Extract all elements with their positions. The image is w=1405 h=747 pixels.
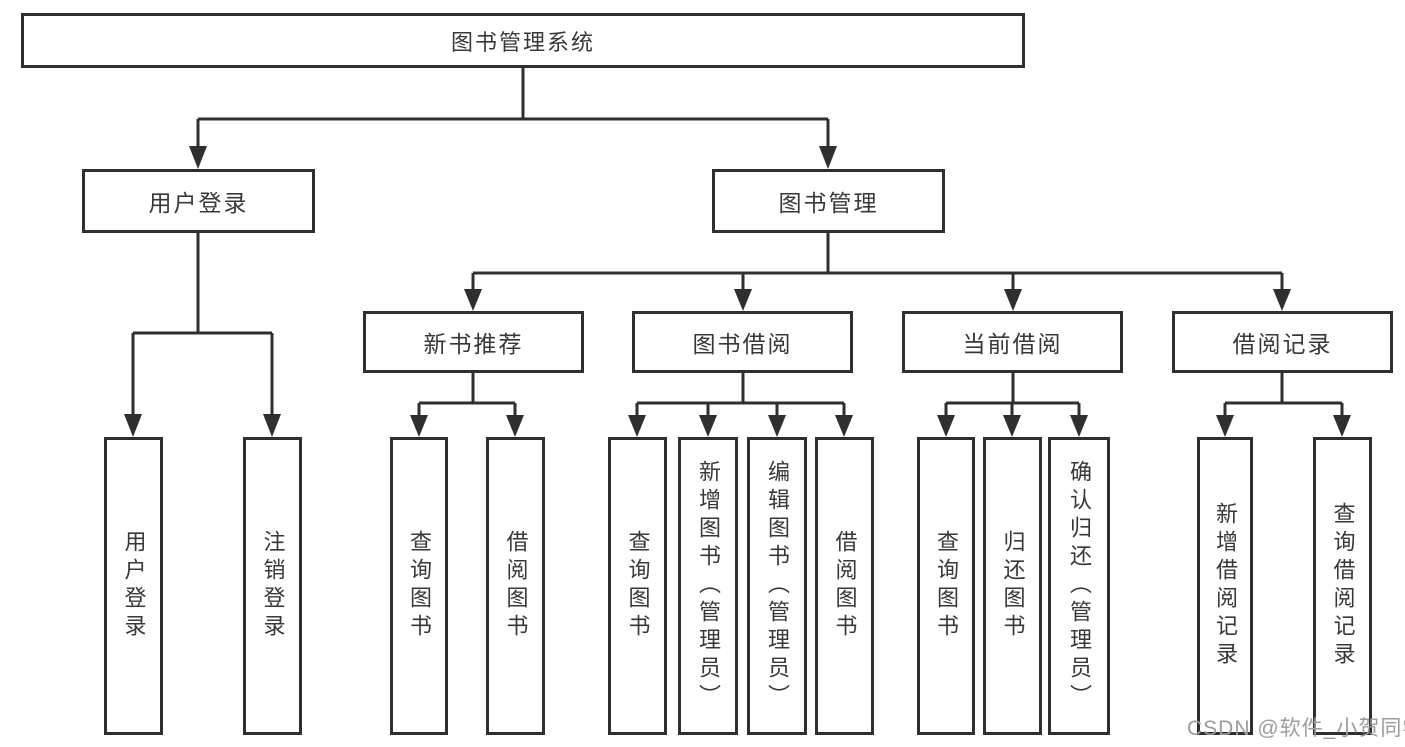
arrowhead-icon — [628, 415, 646, 437]
leaf-edit-book-admin: 编辑图书（管理员） — [747, 437, 807, 735]
leaf-borrow-book-recommend: 借阅图书 — [486, 437, 545, 735]
arrowhead-icon — [189, 146, 207, 169]
connector-new-book-to-leaves — [410, 373, 524, 437]
leaf-user-login: 用户登录 — [104, 437, 163, 735]
connector-borrow-records-to-leaves — [1216, 373, 1351, 437]
node-current-borrow: 当前借阅 — [902, 311, 1123, 373]
leaf-query-book-current: 查询图书 — [917, 437, 975, 735]
arrowhead-icon — [734, 289, 752, 311]
leaf-add-borrow-record: 新增借阅记录 — [1197, 437, 1253, 735]
csdn-watermark: CSDN @软件_小贺同学 — [1187, 717, 1405, 740]
arrowhead-icon — [1333, 415, 1351, 437]
leaf-query-book-borrow: 查询图书 — [608, 437, 667, 735]
arrowhead-icon — [835, 415, 853, 437]
arrowhead-icon — [1216, 415, 1234, 437]
leaf-confirm-return-admin: 确认归还（管理员） — [1048, 437, 1110, 735]
arrowhead-icon — [464, 289, 482, 311]
arrowhead-icon — [768, 415, 786, 437]
node-book-management: 图书管理 — [712, 169, 945, 233]
node-new-book-recommend: 新书推荐 — [363, 311, 584, 373]
node-user-login: 用户登录 — [82, 169, 315, 233]
connector-root-to-level1 — [189, 68, 837, 169]
arrowhead-icon — [1070, 415, 1088, 437]
connector-current-borrow-to-leaves — [937, 373, 1088, 437]
node-book-borrow: 图书借阅 — [632, 311, 853, 373]
arrowhead-icon — [124, 414, 142, 437]
leaf-query-borrow-record: 查询借阅记录 — [1313, 437, 1372, 735]
connector-user-login-to-leaves — [124, 233, 281, 437]
connector-book-borrow-to-leaves — [628, 373, 853, 437]
connector-book-mgmt-to-level2 — [464, 233, 1291, 311]
leaf-logout: 注销登录 — [243, 437, 302, 735]
leaf-return-book: 归还图书 — [983, 437, 1042, 735]
arrowhead-icon — [263, 414, 281, 437]
arrowhead-icon — [410, 415, 428, 437]
arrowhead-icon — [1003, 415, 1021, 437]
leaf-query-book-recommend: 查询图书 — [390, 437, 448, 735]
arrowhead-icon — [937, 415, 955, 437]
arrowhead-icon — [1004, 289, 1022, 311]
leaf-add-book-admin: 新增图书（管理员） — [678, 437, 738, 735]
node-library-management-system: 图书管理系统 — [21, 13, 1025, 68]
arrowhead-icon — [506, 415, 524, 437]
leaf-borrow-book: 借阅图书 — [815, 437, 874, 735]
arrowhead-icon — [1273, 289, 1291, 311]
arrowhead-icon — [699, 415, 717, 437]
node-borrow-records: 借阅记录 — [1172, 311, 1393, 373]
arrowhead-icon — [819, 146, 837, 169]
